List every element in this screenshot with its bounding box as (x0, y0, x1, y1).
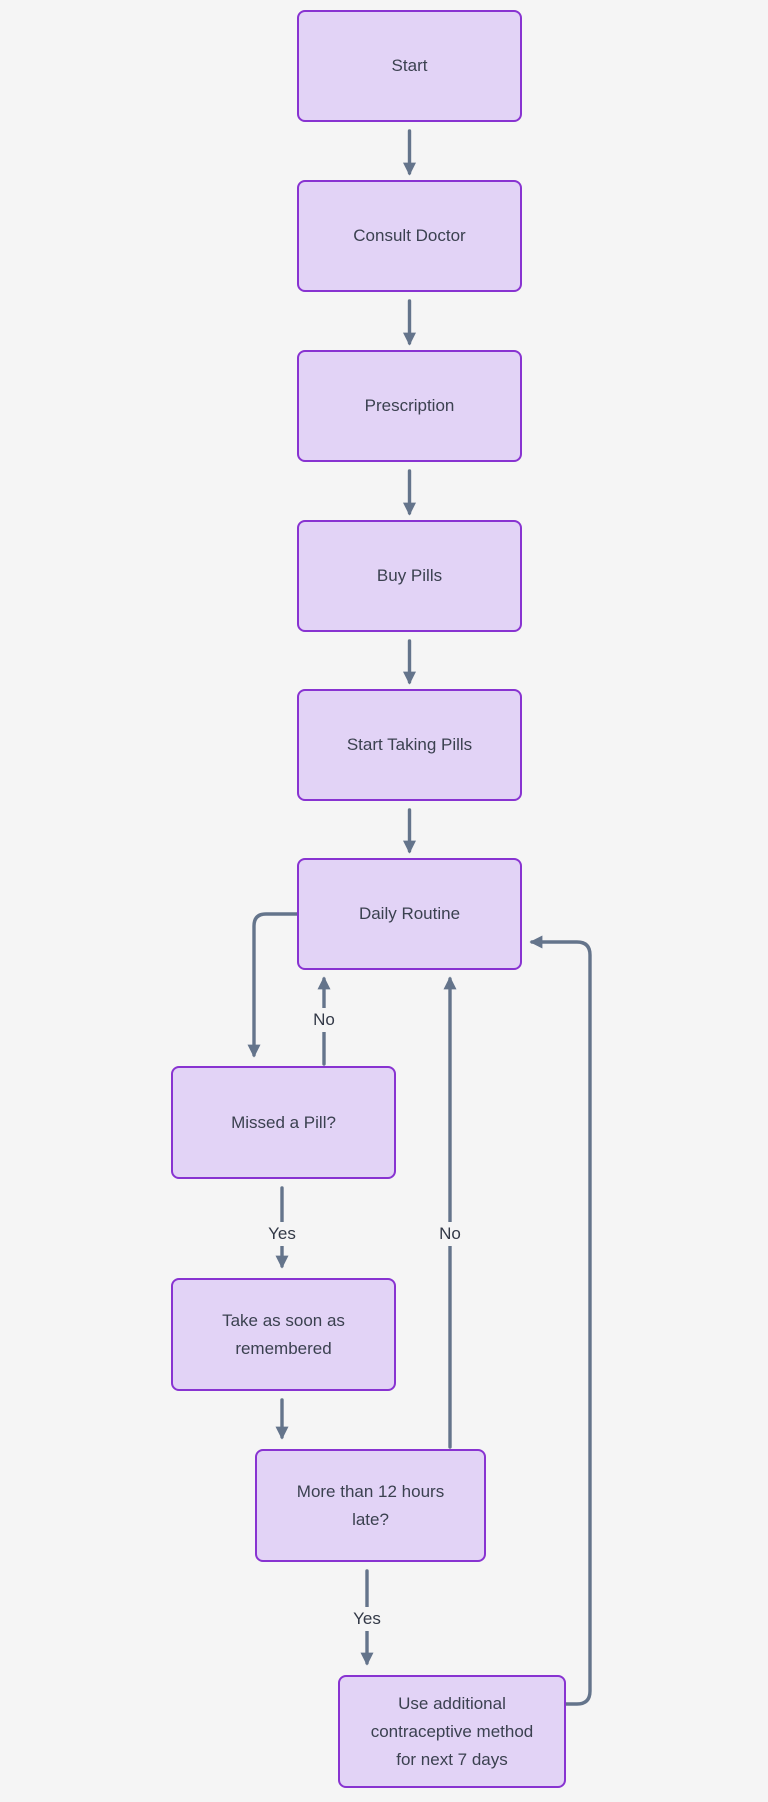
node-prescription-label: Prescription (364, 396, 455, 415)
node-buy-pills: Buy Pills (297, 520, 522, 632)
edge-use-loop-to-daily (529, 935, 592, 1706)
node-start: Start (297, 10, 522, 122)
edge-label-late-yes: Yes (347, 1607, 387, 1631)
node-use-additional: Use additional contraceptive method for … (338, 1675, 566, 1788)
node-missed-a-pill: Missed a Pill? (171, 1066, 396, 1179)
node-missed-a-pill-label: Missed a Pill? (231, 1112, 336, 1132)
node-consult-doctor-label: Consult Doctor (353, 226, 466, 245)
node-buy-pills-label: Buy Pills (376, 566, 443, 585)
node-more-than-12-late: More than 12 hours late? (255, 1449, 486, 1562)
node-use-additional-label: Use additional contraceptive method for … (370, 1693, 534, 1769)
edge-label-late-no: No (433, 1222, 467, 1246)
edge-label-missed-yes: Yes (262, 1222, 302, 1246)
node-take-as-soon-label: Take as soon as remembered (222, 1310, 345, 1358)
node-more-than-12-late-label: More than 12 hours late? (296, 1481, 445, 1529)
node-take-as-soon: Take as soon as remembered (171, 1278, 396, 1391)
node-start-taking-pills-label: Start Taking Pills (346, 735, 473, 754)
node-start-label: Start (391, 56, 428, 75)
node-prescription: Prescription (297, 350, 522, 462)
node-start-taking-pills: Start Taking Pills (297, 689, 522, 801)
edge-daily-to-missed (247, 912, 299, 1058)
node-daily-routine-label: Daily Routine (358, 904, 461, 923)
edge-label-missed-no: No (307, 1008, 341, 1032)
node-consult-doctor: Consult Doctor (297, 180, 522, 292)
node-daily-routine: Daily Routine (297, 858, 522, 970)
